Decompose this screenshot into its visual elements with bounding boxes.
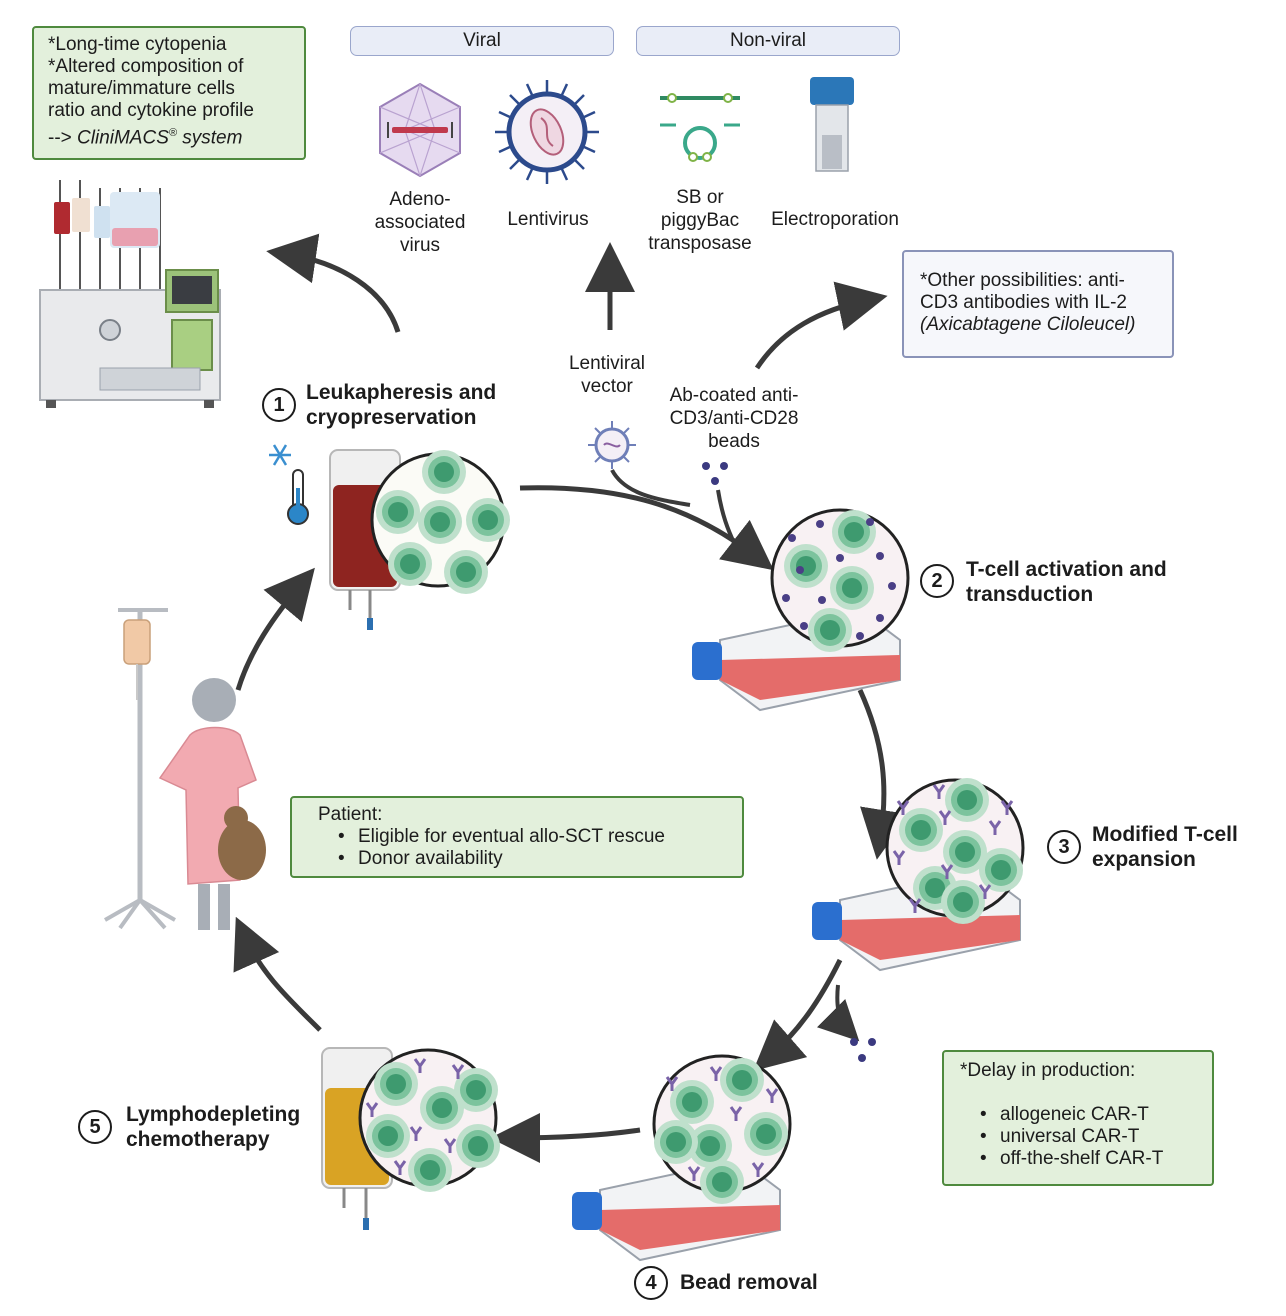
viral-header: Viral [350, 26, 614, 56]
step-4-title: Bead removal [680, 1270, 818, 1295]
arrow-1-to-2 [519, 485, 774, 571]
lentivirus-label: Lentivirus [488, 208, 608, 231]
title-line: Leukapheresis and [306, 381, 497, 404]
virus-inflow [610, 468, 691, 507]
label-line: transposase [648, 233, 752, 254]
cuvette-icon [810, 77, 854, 172]
label-line: beads [708, 431, 760, 452]
list-item: allogeneic CAR-T [974, 1104, 1212, 1126]
lentivirus-icon [495, 80, 599, 184]
other-possibilities-note: *Other possibilities: anti- CD3 antibodi… [902, 250, 1174, 358]
label-line: piggyBac [660, 210, 740, 231]
title-line: Modified T-cell [1092, 823, 1238, 846]
patient-icon [104, 608, 266, 930]
list-item: Donor availability [332, 848, 742, 870]
note-title: Patient: [318, 804, 383, 825]
arrow-1-to-device [266, 233, 401, 333]
title-line: chemotherapy [126, 1128, 270, 1151]
registered-mark: ® [168, 127, 177, 139]
list-item: universal CAR-T [974, 1126, 1212, 1148]
cytopenia-note: *Long-time cytopenia *Altered compositio… [32, 26, 306, 160]
patient-list: Eligible for eventual allo-SCT rescue Do… [332, 826, 742, 870]
step-5-title: Lymphodepleting chemotherapy [126, 1102, 300, 1152]
beads-inflow [716, 489, 737, 546]
step-number: 1 [262, 388, 296, 422]
beads-label: Ab-coated anti- CD3/anti-CD28 beads [650, 384, 818, 453]
zoom-circle-step4 [652, 1054, 792, 1204]
label-line: Electroporation [771, 209, 899, 230]
step-number: 4 [634, 1266, 668, 1300]
step-2-title: T-cell activation and transduction [966, 557, 1167, 607]
label-line: CD3/anti-CD28 [669, 408, 799, 429]
arrow-2-to-3 [857, 688, 910, 860]
step-3-title: Modified T-cell expansion [1092, 822, 1238, 872]
delay-list: allogeneic CAR-T universal CAR-T off-the… [974, 1104, 1212, 1170]
snowflake-icon [269, 444, 291, 466]
label-line: SB or [676, 187, 724, 208]
clinimacs-suffix: system [177, 127, 243, 149]
transposase-label: SB or piggyBac transposase [630, 186, 770, 255]
title-line: transduction [966, 583, 1094, 606]
step-1-title: Leukapheresis and cryopreservation [306, 380, 496, 430]
arrow-5-to-patient [233, 916, 322, 1032]
zoom-circle-step3 [885, 778, 1025, 924]
arrow-3-to-4 [752, 958, 843, 1072]
removed-beads-icon [850, 1038, 876, 1062]
note-line: *Other possibilities: anti- [920, 270, 1125, 291]
arrow-patient-to-1 [235, 567, 315, 691]
note-line: --> CliniMACS® system [48, 122, 304, 149]
aav-label: Adeno- associated virus [360, 188, 480, 257]
label-line: Ab-coated anti- [669, 385, 799, 406]
note-title: *Delay in production: [960, 1060, 1136, 1081]
note-line: *Long-time cytopenia [48, 34, 227, 55]
nonviral-header: Non-viral [636, 26, 900, 56]
clinimacs-name: CliniMACS [77, 127, 169, 149]
list-item: off-the-shelf CAR-T [974, 1148, 1212, 1170]
step-number: 3 [1047, 830, 1081, 864]
note-line: ratio and cytokine profile [48, 100, 254, 121]
title-line: T-cell activation and [966, 558, 1167, 581]
lentivirus-particle-icon [588, 421, 636, 469]
arrow-text: --> [48, 127, 78, 149]
electroporation-label: Electroporation [760, 208, 910, 231]
title-line: expansion [1092, 848, 1196, 871]
step-number: 2 [920, 564, 954, 598]
label-line: vector [581, 376, 633, 397]
note-line: mature/immature cells [48, 78, 235, 99]
label-line: associated [374, 212, 466, 233]
arrow-bead-exit [816, 984, 860, 1042]
thermometer-icon [287, 469, 309, 525]
note-line: (Axicabtagene Ciloleucel) [920, 314, 1136, 335]
zoom-circle-step5 [358, 1048, 500, 1192]
label-line: Lentivirus [507, 209, 589, 230]
cycle-arrows [233, 233, 910, 1163]
title-line: Lymphodepleting [126, 1103, 301, 1126]
label-line: virus [399, 235, 441, 256]
icosahedron-virus-icon [379, 82, 461, 178]
label-line: Lentiviral [568, 353, 646, 374]
delay-note: *Delay in production: allogeneic CAR-T u… [942, 1050, 1214, 1186]
step-number: 5 [78, 1110, 112, 1144]
beads-icon [702, 462, 728, 485]
zoom-circle-step2 [770, 508, 910, 652]
patient-note: Patient: Eligible for eventual allo-SCT … [290, 796, 744, 878]
note-line: *Altered composition of [48, 56, 244, 77]
title-line: Bead removal [680, 1271, 818, 1294]
arrow-4-to-5 [490, 1112, 641, 1163]
plasmid-icon [660, 93, 740, 162]
lentiviral-vector-label: Lentiviral vector [548, 352, 666, 398]
list-item: Eligible for eventual allo-SCT rescue [332, 826, 742, 848]
zoom-circle-step1 [370, 450, 510, 594]
apheresis-machine-icon [39, 180, 221, 408]
label-line: Adeno- [389, 189, 451, 210]
title-line: cryopreservation [306, 406, 477, 429]
arrow-beads-to-note [754, 281, 888, 370]
note-line: CD3 antibodies with IL-2 [920, 292, 1127, 313]
